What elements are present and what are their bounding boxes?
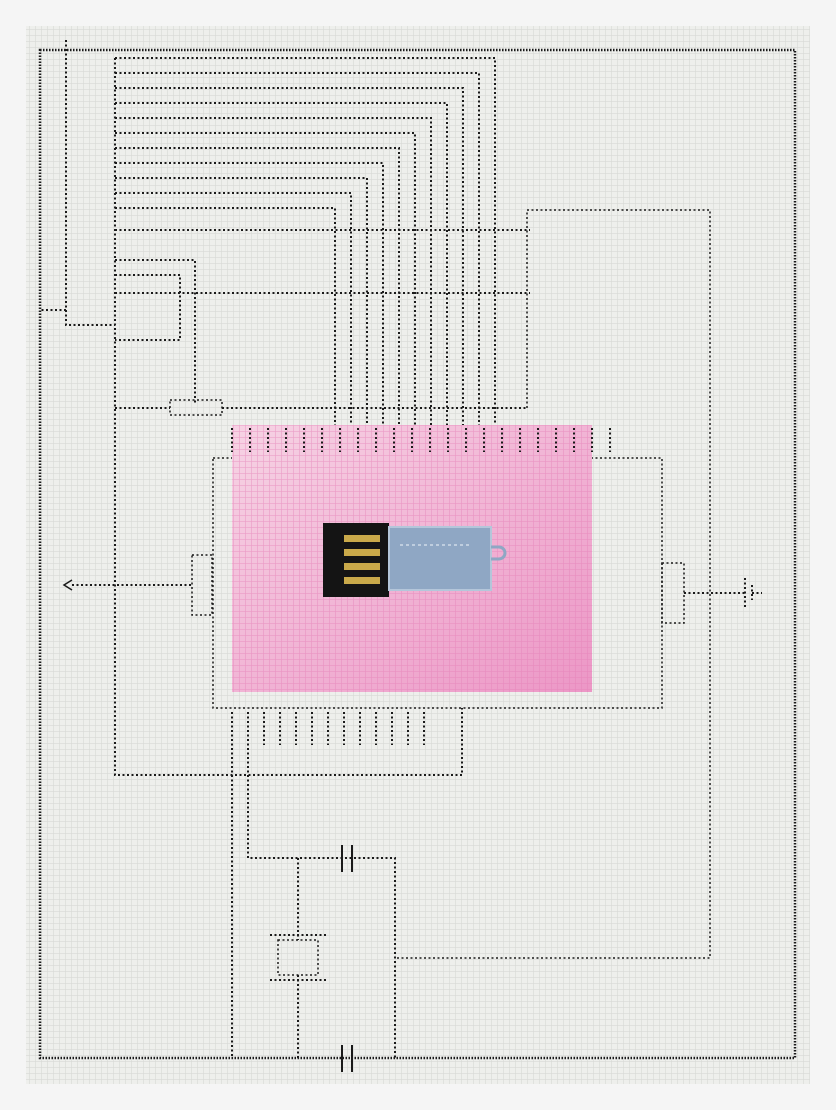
usb-connector (323, 523, 389, 597)
usb-stick (323, 523, 505, 597)
usb-body (389, 527, 491, 590)
